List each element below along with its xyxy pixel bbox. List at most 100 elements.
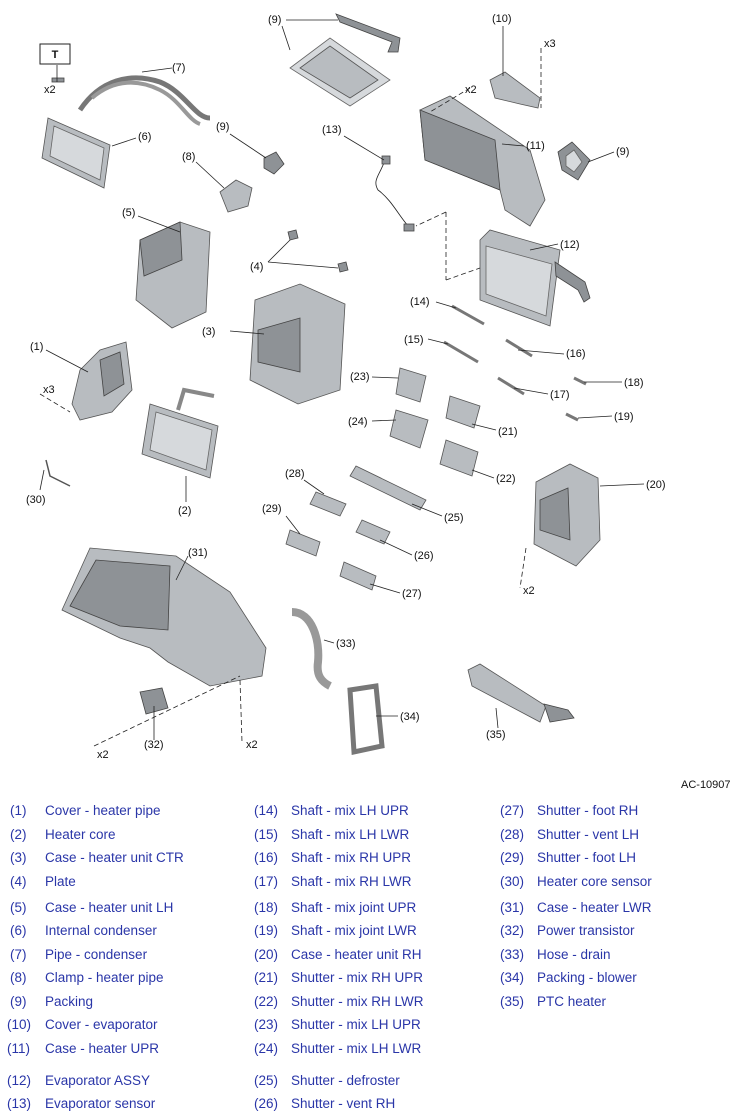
- evaporator-sensor-part: [375, 159, 411, 229]
- legend-number: (5): [10, 900, 27, 915]
- legend-name: Power transistor: [537, 923, 635, 938]
- legend-number: (8): [10, 970, 27, 985]
- callout-33: (33): [336, 638, 356, 650]
- legend-name: Shaft - mix joint UPR: [291, 900, 417, 915]
- legend-item: (31)Case - heater LWR: [500, 900, 652, 915]
- legend-number: (7): [10, 947, 27, 962]
- callout-8: (8): [182, 151, 195, 163]
- legend-name: Packing - blower: [537, 970, 637, 985]
- legend-number: (23): [254, 1017, 279, 1032]
- packing-small-part: [263, 151, 285, 175]
- legend-name: Shutter - defroster: [291, 1073, 400, 1088]
- legend-name: Hose - drain: [537, 947, 611, 962]
- shutter-mix-rh-upr-part: [445, 395, 481, 429]
- ptc-heater-part: [467, 663, 575, 723]
- legend-item: (4)Plate: [10, 874, 76, 889]
- legend-number: (34): [500, 970, 525, 985]
- legend-item: (19)Shaft - mix joint LWR: [254, 923, 417, 938]
- legend-name: Shutter - foot LH: [537, 850, 637, 865]
- legend-name: Cover - heater pipe: [45, 803, 161, 818]
- legend-item: (7) Pipe - condenser: [10, 947, 147, 962]
- legend-name: Case - heater unit CTR: [45, 850, 184, 865]
- cover-evaporator-part: [489, 71, 541, 109]
- legend-name: Shaft - mix LH UPR: [291, 803, 409, 818]
- legend-number: (20): [254, 947, 279, 962]
- legend-name: Pipe - condenser: [45, 947, 148, 962]
- shutter-vent-rh-part: [355, 519, 391, 545]
- legend-item: (16)Shaft - mix RH UPR: [254, 850, 411, 865]
- callout-30: (30): [26, 494, 46, 506]
- callout-16: (16): [566, 348, 586, 360]
- cover-heater-pipe-part: [71, 341, 133, 421]
- legend-number: (21): [254, 970, 279, 985]
- shutter-foot-lh-part: [285, 529, 321, 557]
- callout-34: (34): [400, 711, 420, 723]
- callout-29: (29): [262, 503, 282, 515]
- legend-number: (33): [500, 947, 525, 962]
- legend-item: (14) Shaft - mix LH UPR: [254, 803, 409, 818]
- legend-item: (1) Cover - heater pipe: [10, 803, 161, 818]
- callout-15: (15): [404, 334, 424, 346]
- callout-5: (5): [122, 207, 135, 219]
- legend-item: (34) Packing - blower: [500, 970, 637, 985]
- shaft-mix-joint-lwr-part: [565, 412, 579, 422]
- legend-number: (29): [500, 850, 525, 865]
- legend-name: Heater core: [45, 827, 116, 842]
- legend-item: (3)Case - heater unit CTR: [10, 850, 184, 865]
- legend-item: (15)Shaft - mix LH LWR: [254, 827, 409, 842]
- callout-6: (6): [138, 131, 151, 143]
- legend-item: (25) Shutter - defroster: [254, 1073, 400, 1088]
- callout-9-top: (9): [268, 14, 281, 26]
- case-heater-lwr-part: [61, 547, 267, 687]
- multiplier-case-lwr-right: x2: [246, 739, 258, 751]
- legend-number: (2): [10, 827, 27, 842]
- case-heater-upr-part: [419, 95, 546, 227]
- legend-number: (15): [254, 827, 279, 842]
- multiplier-bolt-t: x2: [44, 84, 56, 96]
- heater-core-part: [141, 387, 219, 479]
- legend-number: (27): [500, 803, 525, 818]
- pipe-condenser-part: [77, 75, 211, 126]
- callout-35: (35): [486, 729, 506, 741]
- case-heater-unit-lh-part: [135, 221, 211, 329]
- legend-name: Shaft - mix RH UPR: [291, 850, 412, 865]
- legend-name: Case - heater UPR: [45, 1041, 160, 1056]
- legend-item: (35)PTC heater: [500, 994, 606, 1009]
- callout-22: (22): [496, 473, 516, 485]
- multiplier-case-rh: x2: [523, 585, 535, 597]
- legend-name: Clamp - heater pipe: [45, 970, 164, 985]
- legend-name: Evaporator sensor: [45, 1096, 156, 1111]
- legend-name: Case - heater LWR: [537, 900, 652, 915]
- legend-item: (13) Evaporator sensor: [7, 1096, 155, 1111]
- legend-item: (23) Shutter - mix LH UPR: [254, 1017, 421, 1032]
- callout-2: (2): [178, 505, 191, 517]
- callout-25: (25): [444, 512, 464, 524]
- multiplier-case-lwr-left: x2: [97, 749, 109, 761]
- callout-31: (31): [188, 547, 208, 559]
- legend-number: (26): [254, 1096, 279, 1111]
- legend-item: (5) Case - heater unit LH: [10, 900, 173, 915]
- callout-21: (21): [498, 426, 518, 438]
- legend-number: (13): [7, 1096, 32, 1111]
- legend-name: Shutter - vent LH: [537, 827, 640, 842]
- callout-7: (7): [172, 62, 185, 74]
- legend-number: (24): [254, 1041, 279, 1056]
- callout-14: (14): [410, 296, 430, 308]
- shutter-defroster-part: [349, 465, 427, 511]
- legend-number: (14): [254, 803, 279, 818]
- legend-number: (25): [254, 1073, 279, 1088]
- power-transistor-part: [139, 687, 169, 715]
- callout-1: (1): [30, 341, 43, 353]
- legend-name: Plate: [45, 874, 76, 889]
- shaft-mix-lh-lwr-part: [443, 340, 479, 364]
- legend-item: (9)Packing: [10, 994, 93, 1009]
- legend-name: Shutter - mix LH UPR: [291, 1017, 421, 1032]
- callout-26: (26): [414, 550, 434, 562]
- packing-blower-part: [347, 683, 385, 756]
- case-heater-unit-rh-part: [533, 463, 601, 567]
- legend-number: (1): [10, 803, 27, 818]
- legend-item: (21)Shutter - mix RH UPR: [254, 970, 423, 985]
- legend-name: Case - heater unit LH: [45, 900, 174, 915]
- callout-4: (4): [250, 261, 263, 273]
- legend-name: Evaporator ASSY: [45, 1073, 151, 1088]
